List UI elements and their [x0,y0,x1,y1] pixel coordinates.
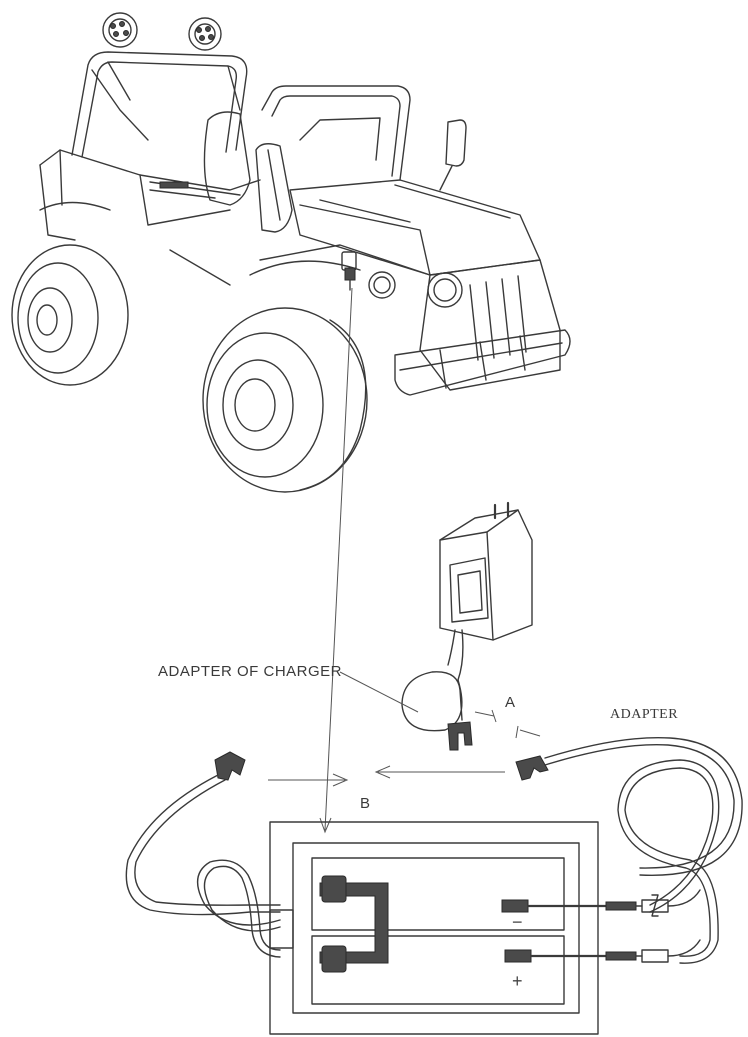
car-charging-port [341,251,357,291]
plus-sign: + [512,971,523,991]
rear-wheel [11,244,129,386]
point-b-label: B [360,795,371,812]
battery-box [269,821,701,1035]
adapter-of-charger-label: ADAPTER OF CHARGER [158,663,342,680]
battery-cable-left [125,751,281,958]
roof-light-left [102,12,138,48]
arrow-right [374,765,505,779]
wall-charger [401,501,533,751]
minus-sign: − [512,912,523,932]
adapter-label: ADAPTER [610,707,678,722]
ride-on-jeep [11,12,571,493]
arrow-left [268,773,349,787]
arrow-car-to-battery [319,287,353,834]
point-a-label: A [505,694,516,711]
front-wheel [202,307,368,493]
adapter-cable [515,736,743,964]
roof-light-right [188,17,222,51]
connection-a-marks [474,709,541,739]
